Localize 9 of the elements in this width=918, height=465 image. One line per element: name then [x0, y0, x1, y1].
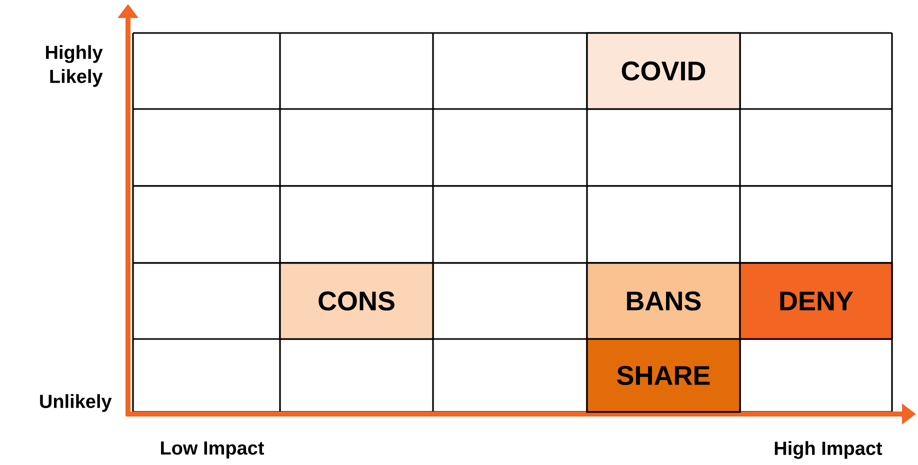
risk-cell: BANS: [586, 262, 741, 340]
risk-cell: CONS: [279, 262, 434, 340]
axis-label: Unlikely: [40, 394, 112, 412]
axis-label: High Impact: [774, 441, 882, 459]
axis-label: Highly Likely: [46, 45, 103, 87]
risk-cell: SHARE: [586, 338, 741, 413]
risk-cell: COVID: [586, 32, 741, 110]
risk-cell: DENY: [739, 262, 893, 340]
axis-label: Low Impact: [161, 441, 264, 458]
